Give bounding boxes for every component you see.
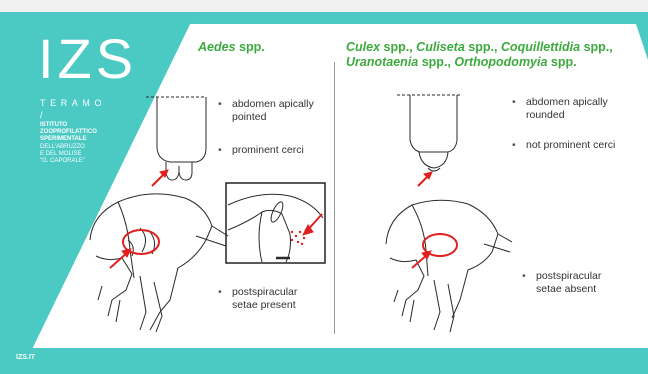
- left-bullet-1: •abdomen apically pointed: [232, 98, 332, 123]
- aedes-abdomen-drawing: [146, 97, 206, 180]
- left-bullet-3: •postspiracular setae present: [232, 286, 322, 311]
- left-bullet-3-text: postspiracular setae present: [232, 286, 297, 311]
- aedes-inset-drawing: [226, 183, 325, 263]
- right-bullet-3-text: postspiracular setae absent: [536, 270, 601, 295]
- bullet-dot: •: [218, 144, 222, 157]
- right-bullet-1-text: abdomen apically rounded: [526, 96, 608, 121]
- culex-thorax-drawing: [386, 200, 512, 332]
- right-bullet-1: •abdomen apically rounded: [526, 96, 626, 121]
- aedes-thorax-drawing: [90, 194, 228, 332]
- left-bullet-2-text: prominent cerci: [232, 144, 304, 156]
- bullet-dot: •: [512, 139, 516, 152]
- right-bullet-2: •not prominent cerci: [526, 139, 644, 152]
- bullet-dot: •: [218, 98, 222, 111]
- left-bullet-2: •prominent cerci: [232, 144, 332, 157]
- right-bullet-3: •postspiracular setae absent: [536, 270, 626, 295]
- right-bullet-2-text: not prominent cerci: [526, 139, 615, 151]
- bullet-dot: •: [218, 286, 222, 299]
- culex-abdomen-drawing: [397, 95, 460, 171]
- left-bullet-1-text: abdomen apically pointed: [232, 98, 314, 123]
- bullet-dot: •: [512, 96, 516, 109]
- bullet-dot: •: [522, 270, 526, 283]
